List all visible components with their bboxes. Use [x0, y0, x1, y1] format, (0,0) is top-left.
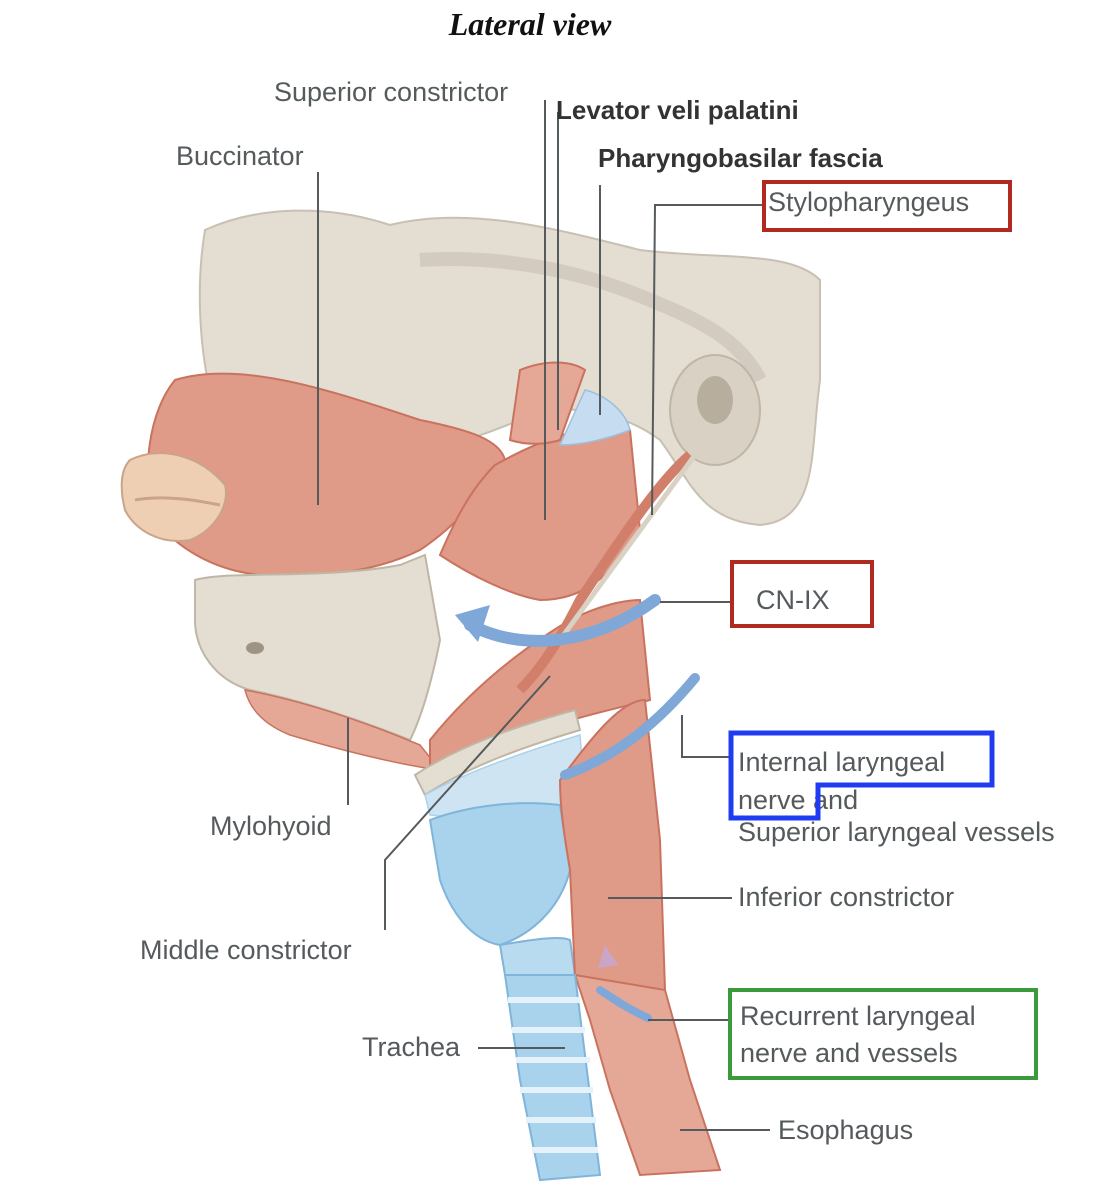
esophagus [573, 973, 722, 1177]
stylopharyngeus-muscle [516, 451, 694, 694]
glossopharyngeal-arrowhead [455, 605, 490, 642]
label-middle-constrictor: Middle constrictor [140, 935, 352, 965]
label-internal-laryngeal-line2: nerve and [738, 785, 859, 815]
label-superior-constrictor: Superior constrictor [274, 77, 509, 107]
label-recurrent-laryngeal-line2: nerve and vessels [740, 1038, 958, 1068]
highlight-box-recurrent-laryngeal [728, 988, 1038, 1080]
label-trachea: Trachea [362, 1032, 461, 1062]
label-levator-veli-palatini: Levator veli palatini [556, 95, 799, 125]
label-pharyngobasilar-fascia: Pharyngobasilar fascia [598, 143, 883, 173]
recurrent-laryngeal-arrow [598, 945, 618, 968]
styloid-process [557, 453, 698, 642]
highlight-box-stylopharyngeus [762, 180, 1012, 232]
lips-line [134, 496, 221, 507]
leader-line-internal-laryngeal [681, 715, 730, 758]
mandible [194, 553, 442, 742]
label-buccinator: Buccinator [176, 141, 304, 171]
label-superior-laryngeal-vessels: Superior laryngeal vessels [738, 817, 1055, 847]
highlight-box-cn-ix [730, 560, 874, 628]
leader-line-stylopharyngeus [651, 204, 762, 516]
highlight-box-internal-laryngeal [728, 730, 995, 821]
thyroid-cartilage [428, 802, 572, 947]
external-ear-canal [697, 376, 733, 424]
label-internal-laryngeal-line1: Internal laryngeal [738, 747, 946, 777]
mylohyoid-muscle [243, 689, 442, 771]
label-recurrent-laryngeal-line1: Recurrent laryngeal [740, 1001, 976, 1031]
pharyngobasilar-fascia [558, 389, 631, 446]
label-stylopharyngeus: Stylopharyngeus [768, 187, 970, 217]
levator-veli-palatini-muscle [508, 361, 587, 445]
internal-laryngeal-nerve [560, 673, 700, 780]
label-esophagus: Esophagus [778, 1115, 914, 1145]
glossopharyngeal-nerve-arrow [464, 594, 661, 647]
label-inferior-constrictor: Inferior constrictor [738, 882, 955, 912]
mental-foramen [246, 642, 264, 654]
label-mylohyoid: Mylohyoid [210, 811, 332, 841]
skull-shadow [419, 252, 767, 384]
label-cn-ix: CN-IX [756, 585, 830, 615]
diagram-title: Lateral view [448, 6, 612, 42]
leader-line-middle-constrictor [384, 675, 551, 930]
recurrent-laryngeal-nerve [596, 986, 652, 1022]
